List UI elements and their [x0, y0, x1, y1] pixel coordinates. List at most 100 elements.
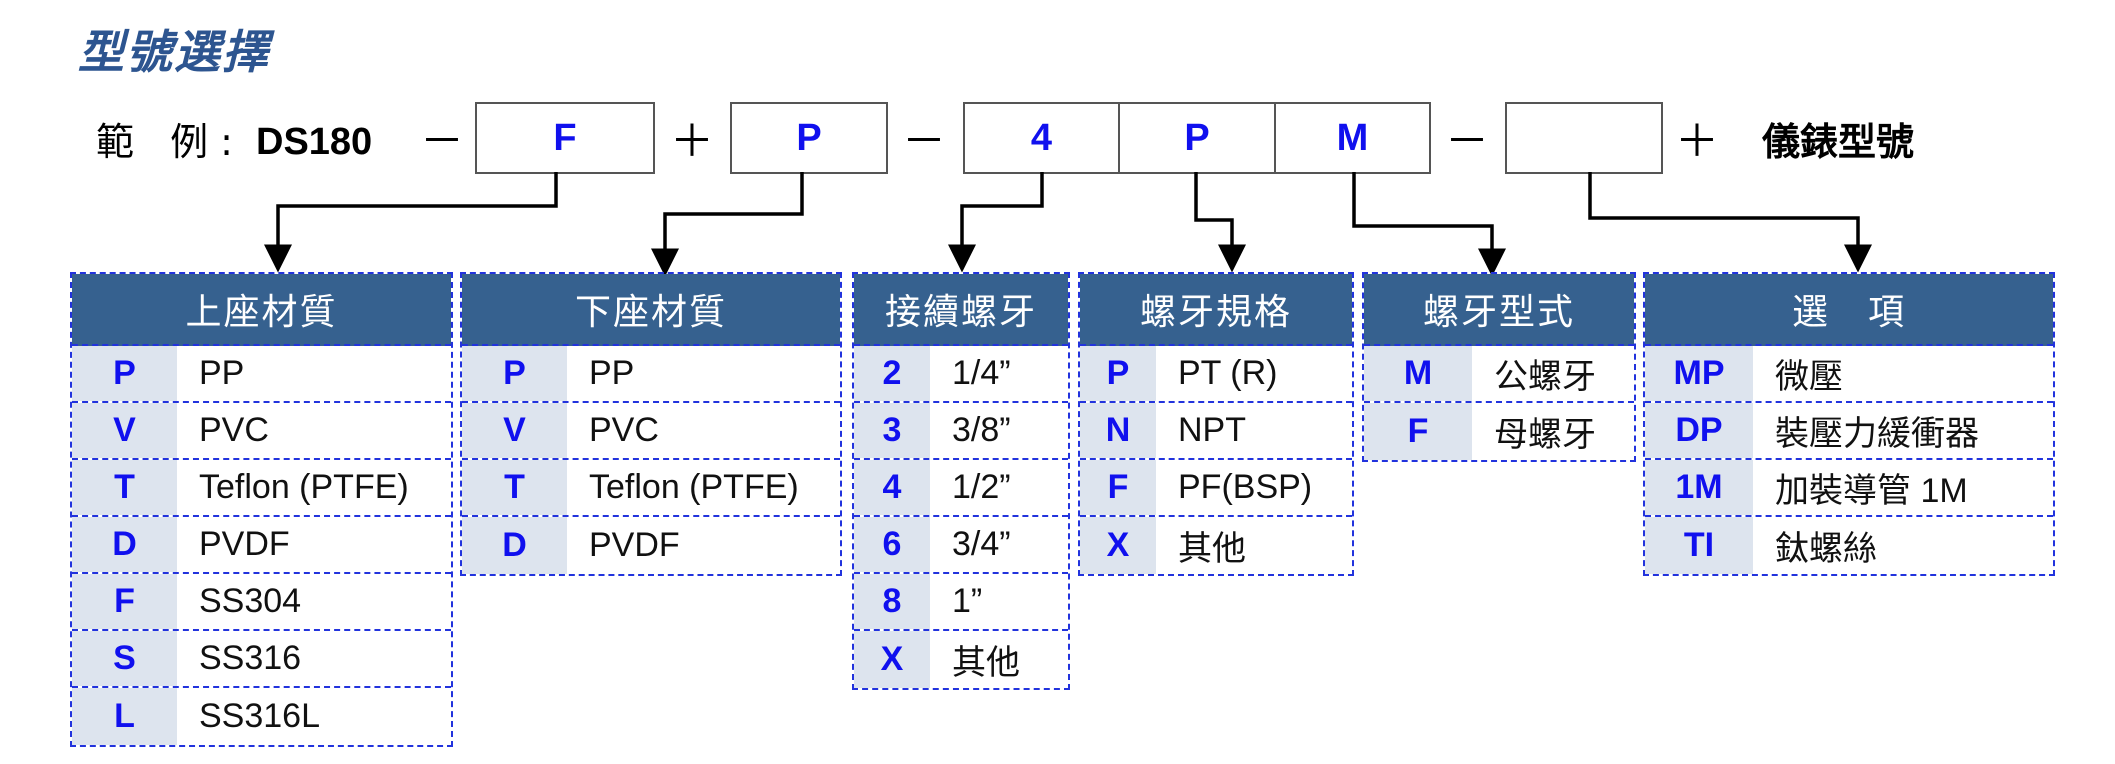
table-row: F 母螺牙: [1364, 403, 1634, 460]
option-code: V: [462, 403, 567, 458]
option-code: S: [72, 631, 177, 686]
table-row: V PVC: [72, 403, 451, 460]
option-code: 3: [854, 403, 930, 458]
example-label: 範 例:: [96, 120, 245, 164]
option-code: 1M: [1645, 460, 1753, 515]
table-row: 1M 加裝導管 1M: [1645, 460, 2053, 517]
table-row: S SS316: [72, 631, 451, 688]
option-code: T: [72, 460, 177, 515]
table-header: 接續螺牙: [854, 274, 1068, 346]
arrow-options: [1588, 172, 1872, 273]
option-desc: PP: [199, 354, 245, 392]
option-desc: 1/2”: [952, 468, 1011, 506]
table-row: F PF(BSP): [1080, 460, 1352, 517]
table-row: 8 1”: [854, 574, 1068, 631]
option-desc: PVC: [199, 411, 269, 449]
option-desc: SS316: [199, 639, 302, 677]
option-desc: 公螺牙: [1494, 358, 1596, 396]
dash-separator: －: [420, 116, 464, 167]
option-desc: Teflon (PTFE): [589, 468, 799, 506]
arrow-upper-seat: [264, 172, 558, 273]
option-code: P: [1080, 346, 1156, 401]
option-desc: SS316L: [199, 697, 320, 735]
option-desc: 1/4”: [952, 354, 1011, 392]
option-code: D: [72, 517, 177, 572]
arrow-thread-size: [948, 172, 1044, 273]
option-desc: PVDF: [199, 525, 290, 563]
dash-separator: －: [1445, 116, 1489, 167]
option-desc: PF(BSP): [1178, 468, 1313, 506]
option-desc: Teflon (PTFE): [199, 468, 409, 506]
option-code: P: [72, 346, 177, 401]
option-desc: 加裝導管 1M: [1775, 472, 1968, 510]
dash-separator: －: [902, 116, 946, 167]
option-code: P: [462, 346, 567, 401]
option-desc: 裝壓力緩衝器: [1775, 415, 1979, 453]
plus-separator: ＋: [670, 116, 714, 167]
table-row: T Teflon (PTFE): [462, 460, 840, 517]
table-row: L SS316L: [72, 688, 451, 745]
option-desc: 其他: [952, 644, 1020, 682]
option-desc: NPT: [1178, 411, 1246, 449]
table-row: M 公螺牙: [1364, 346, 1634, 403]
table-row: T Teflon (PTFE): [72, 460, 451, 517]
option-code: D: [462, 517, 567, 574]
option-desc: PVDF: [589, 526, 680, 564]
arrow-lower-seat: [651, 172, 804, 277]
table-header: 螺牙型式: [1364, 274, 1634, 346]
table-row: V PVC: [462, 403, 840, 460]
table-row: D PVDF: [462, 517, 840, 574]
table-header: 選 項: [1645, 274, 2053, 346]
option-code: X: [854, 631, 930, 688]
option-code: F: [1364, 403, 1472, 460]
option-desc: 微壓: [1775, 358, 1843, 396]
option-desc: SS304: [199, 582, 302, 620]
option-code: F: [1080, 460, 1156, 515]
code-box-lower-seat: P: [730, 102, 888, 174]
option-desc: 1”: [952, 582, 983, 620]
option-code: V: [72, 403, 177, 458]
table-thread-type: 螺牙型式 M 公螺牙 F 母螺牙: [1362, 272, 1636, 462]
table-header: 螺牙規格: [1080, 274, 1352, 346]
option-code: L: [72, 688, 177, 745]
option-code: 8: [854, 574, 930, 629]
option-code: 2: [854, 346, 930, 401]
table-row: MP 微壓: [1645, 346, 2053, 403]
table-row: DP 裝壓力緩衝器: [1645, 403, 2053, 460]
option-code: T: [462, 460, 567, 515]
code-box-upper-seat: F: [475, 102, 655, 174]
plus-separator: ＋: [1675, 116, 1719, 167]
table-row: P PT (R): [1080, 346, 1352, 403]
table-row: 2 1/4”: [854, 346, 1068, 403]
option-desc: 其他: [1178, 530, 1246, 568]
option-desc: PVC: [589, 411, 659, 449]
page-title: 型號選擇: [78, 25, 270, 79]
arrow-thread-spec: [1194, 172, 1246, 273]
option-desc: 鈦螺絲: [1775, 530, 1877, 568]
code-box-options: [1505, 102, 1663, 174]
table-header: 下座材質: [462, 274, 840, 346]
meter-model-label: 儀錶型號: [1762, 120, 1915, 164]
option-desc: PT (R): [1178, 354, 1278, 392]
table-header: 上座材質: [72, 274, 451, 346]
arrow-thread-type: [1352, 172, 1506, 277]
option-code: M: [1364, 346, 1472, 401]
option-desc: 母螺牙: [1494, 416, 1596, 454]
table-row: X 其他: [854, 631, 1068, 688]
option-code: MP: [1645, 346, 1753, 401]
option-code: DP: [1645, 403, 1753, 458]
